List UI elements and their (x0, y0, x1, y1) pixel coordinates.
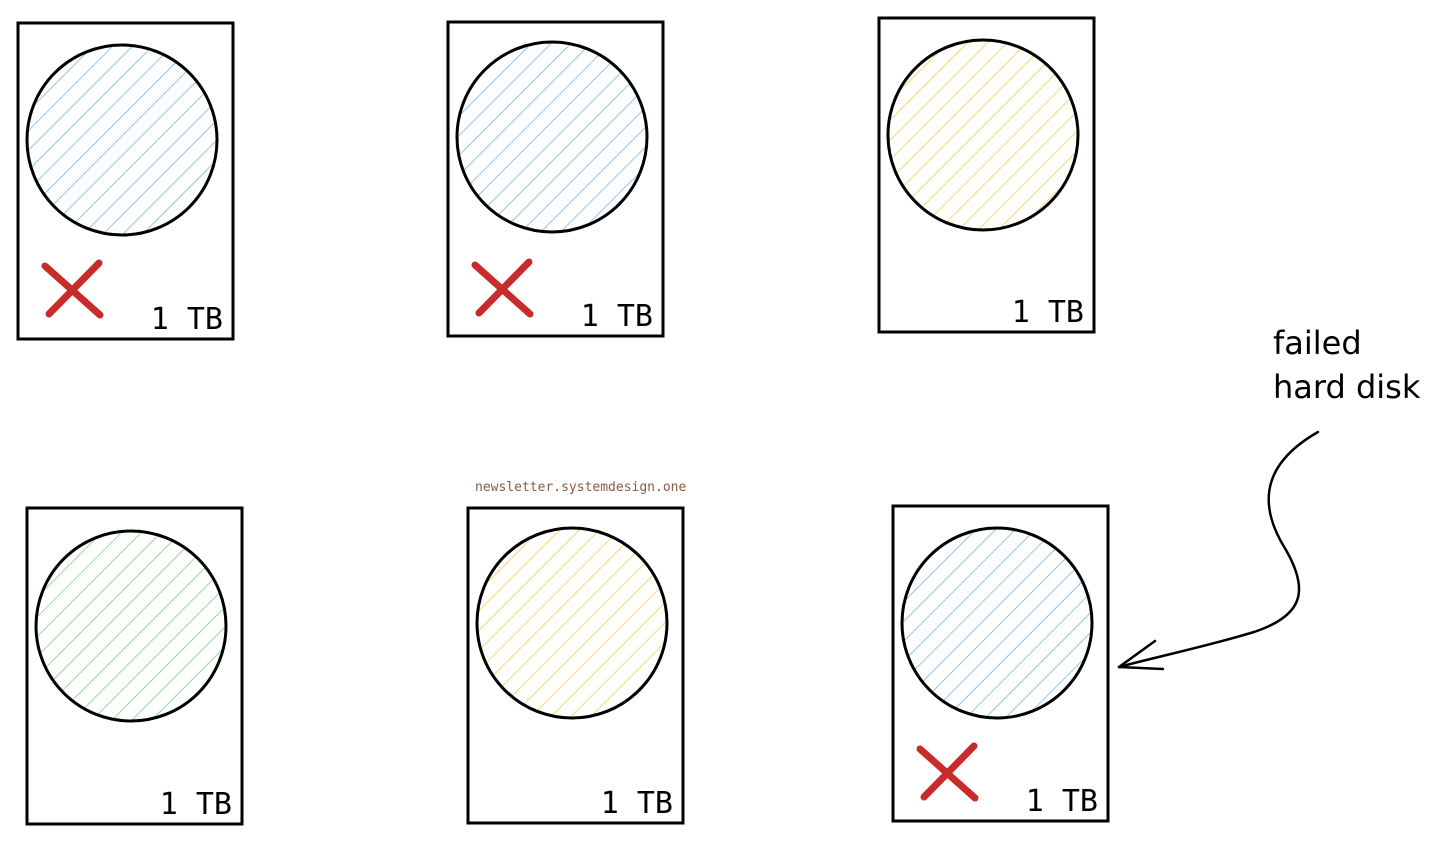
disk-platter (25, 43, 219, 237)
disk-platter (475, 526, 669, 720)
hard-disk-2: 1 TB (446, 20, 665, 338)
disks-layer: 1 TB 1 TB 1 TB 1 TB 1 TB 1 TB (16, 16, 1110, 826)
hard-disk-1: 1 TB (16, 21, 235, 341)
capacity-label: 1 TB (601, 786, 673, 821)
annotation-line-2: hard disk (1273, 368, 1421, 406)
annotation-line-1: failed (1273, 324, 1362, 362)
annotation-arrow (1117, 430, 1320, 669)
annotation-arrowhead (1117, 639, 1165, 671)
hard-disk-4: 1 TB (25, 506, 244, 826)
failure-x-icon (41, 259, 104, 319)
capacity-label: 1 TB (1012, 295, 1084, 330)
disk-platter (900, 526, 1094, 720)
hard-disk-6: 1 TB (891, 504, 1110, 823)
hard-disk-5: 1 TB (466, 506, 685, 825)
capacity-label: 1 TB (581, 299, 653, 334)
disk-platter (34, 529, 228, 723)
failure-x-icon (916, 742, 979, 802)
watermark: newsletter.systemdesign.one (475, 480, 686, 495)
capacity-label: 1 TB (1026, 784, 1098, 819)
disk-platter (886, 38, 1080, 232)
capacity-label: 1 TB (160, 787, 232, 822)
failure-x-icon (471, 258, 534, 318)
hard-disk-3: 1 TB (877, 16, 1096, 334)
disk-platter (455, 40, 649, 234)
capacity-label: 1 TB (151, 302, 223, 337)
failed-disk-annotation: failed hard disk (1117, 324, 1421, 671)
